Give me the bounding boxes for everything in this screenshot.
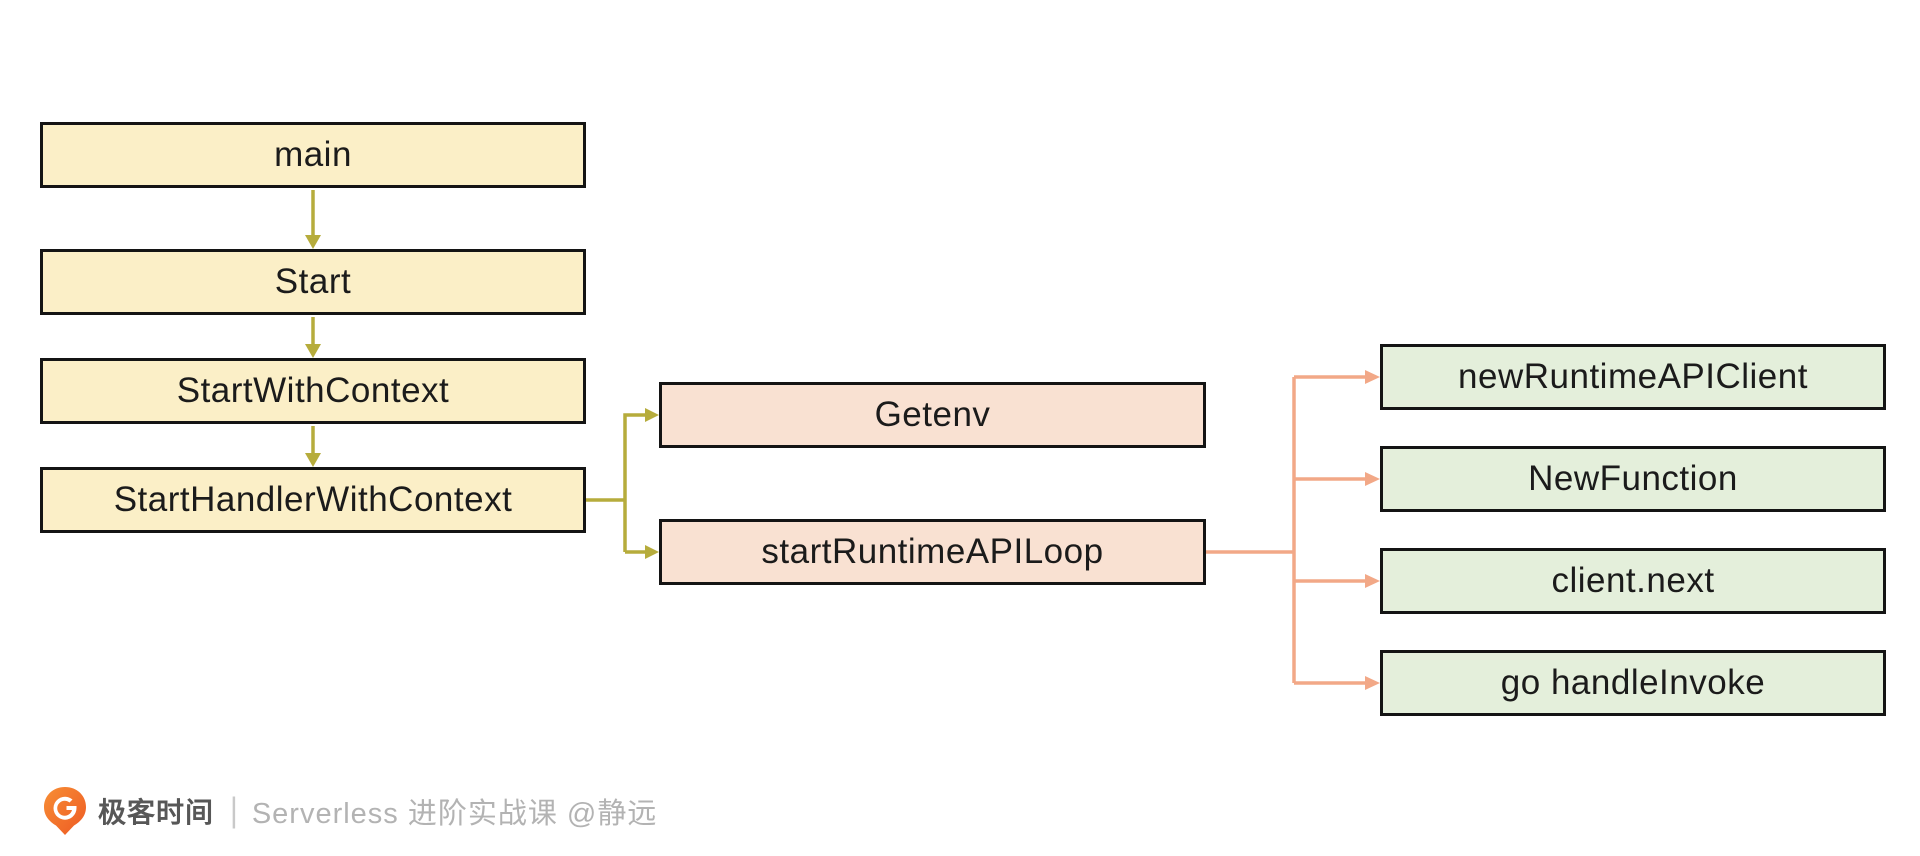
edge-starthandlerwithcontext-branch: [586, 408, 659, 559]
footer-credit: 极客时间 | Serverless 进阶实战课 @静远: [42, 786, 657, 836]
edge-startruntimeapiloop-branch: [1206, 370, 1380, 690]
edge-startwithcontext-to-starthandlerwithcontext: [305, 426, 321, 467]
arrowhead-clientnext: [1365, 574, 1380, 588]
node-go-handle-invoke: go handleInvoke: [1380, 650, 1886, 716]
arrowhead-gohandleinvoke: [1365, 676, 1380, 690]
node-start-runtime-api-loop: startRuntimeAPILoop: [659, 519, 1206, 585]
node-start: Start: [40, 249, 586, 315]
geektime-logo-icon: [44, 787, 86, 835]
node-new-runtime-api-client: newRuntimeAPIClient: [1380, 344, 1886, 410]
arrowhead-newfunction: [1365, 472, 1380, 486]
node-new-function: NewFunction: [1380, 446, 1886, 512]
arrowhead-newruntimeapiclient: [1365, 370, 1380, 384]
footer-divider: |: [230, 791, 238, 830]
arrowhead-startruntimeapiloop: [645, 545, 659, 559]
course-credit: Serverless 进阶实战课 @静远: [251, 798, 658, 830]
node-main: main: [40, 122, 586, 188]
node-client-next: client.next: [1380, 548, 1886, 614]
arrowhead-getenv: [645, 408, 659, 422]
edge-main-to-start: [305, 190, 321, 249]
node-start-with-context: StartWithContext: [40, 358, 586, 424]
node-getenv: Getenv: [659, 382, 1206, 448]
node-start-handler-with-context: StartHandlerWithContext: [40, 467, 586, 533]
brand-name: 极客时间: [98, 797, 215, 828]
edge-start-to-startwithcontext: [305, 317, 321, 358]
